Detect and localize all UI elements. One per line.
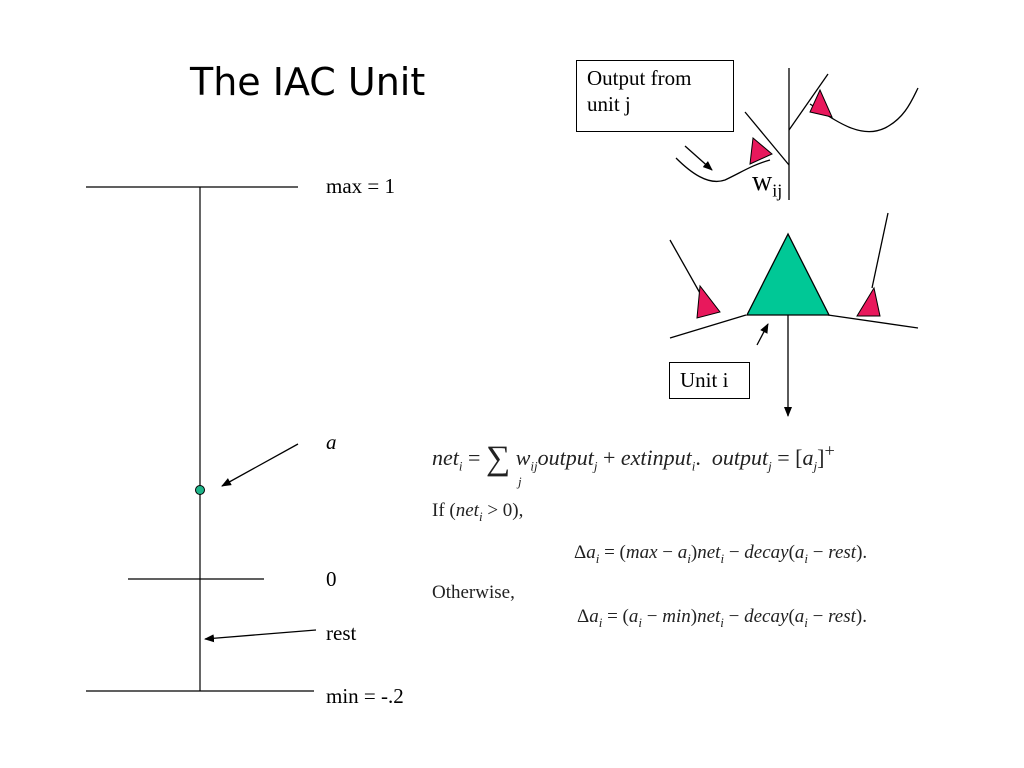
activation-arrow	[221, 443, 299, 487]
synapse-upper-right	[809, 88, 833, 118]
label-min: min = -.2	[326, 684, 404, 708]
branch-line-upper-right	[788, 73, 829, 131]
label-zero: 0	[326, 567, 337, 591]
equation-negative-update: Δai = (ai − min)neti − decay(ai − rest).	[577, 606, 867, 630]
synapse-right	[856, 286, 881, 317]
equation-positive-update: Δai = (max − ai)neti − decay(ai − rest).	[574, 542, 868, 566]
rest-arrow	[204, 629, 317, 643]
unit-i-pointer	[756, 323, 769, 346]
equation-condition: If (neti > 0),	[432, 500, 524, 524]
weight-base: w	[752, 166, 773, 197]
sum-index: j	[518, 474, 522, 489]
synapse-left	[696, 284, 721, 319]
weight-sub: ij	[772, 180, 783, 201]
unit-i-box: Unit i	[669, 362, 750, 399]
label-max: max = 1	[326, 174, 395, 198]
synapse-upper-left	[749, 137, 773, 165]
lower-left-dendrite	[669, 314, 747, 339]
equation-net-input: neti = ∑ wijoutputj + extinputi. outputj…	[432, 440, 835, 477]
right-input-line	[871, 212, 889, 289]
label-a: a	[326, 430, 337, 454]
slide-title: The IAC Unit	[190, 60, 426, 104]
activation-dot	[195, 485, 205, 495]
unit-i-triangle	[745, 232, 831, 316]
output-from-arrow	[684, 145, 713, 171]
branch-line-upper-left	[744, 111, 790, 166]
dendrite-curve-left	[675, 157, 771, 183]
output-from-box: Output from unit j	[576, 60, 734, 132]
lower-right-dendrite	[827, 314, 919, 329]
label-rest: rest	[326, 621, 357, 645]
weight-label: wij	[752, 166, 782, 202]
equation-otherwise: Otherwise,	[432, 582, 515, 603]
